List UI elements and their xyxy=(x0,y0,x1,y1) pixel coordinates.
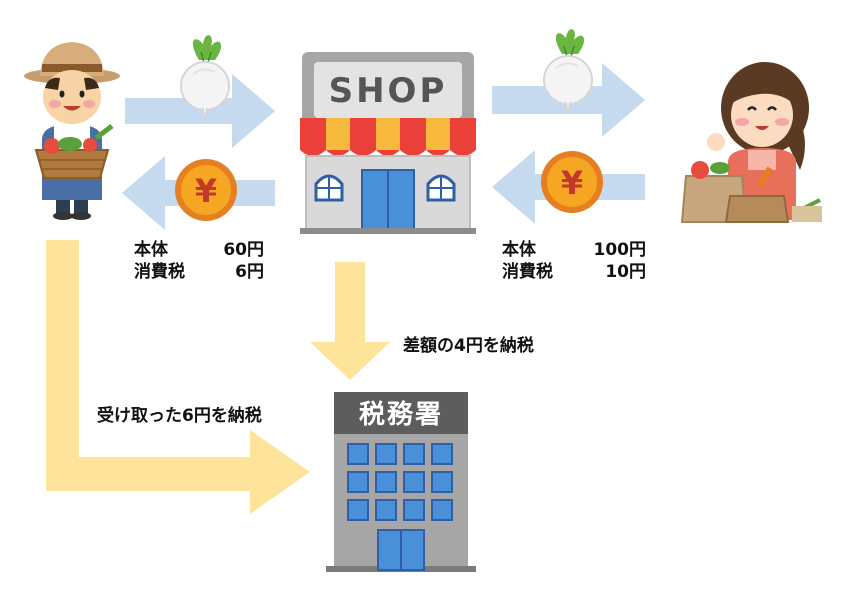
right-tax-label: 消費税 xyxy=(502,262,553,282)
office-window xyxy=(375,499,397,521)
left-tax-label: 消費税 xyxy=(134,262,185,282)
shop-sign: SHOP xyxy=(329,71,448,111)
yen-symbol: ¥ xyxy=(195,172,217,210)
office-window xyxy=(431,443,453,465)
office-window xyxy=(431,499,453,521)
office-windows xyxy=(347,443,453,521)
farmer-tax-note: 受け取った6円を納税 xyxy=(97,406,262,426)
tax-arrow-farmer-to-office xyxy=(46,240,310,514)
office-window xyxy=(403,471,425,493)
right-price-row: 本体 100円 xyxy=(502,239,646,261)
yen-coin-icon: ¥ xyxy=(541,151,603,213)
turnip-icon xyxy=(543,29,593,115)
office-window xyxy=(375,471,397,493)
left-price-label: 本体 xyxy=(134,240,168,260)
customer-icon xyxy=(680,62,822,223)
farmer-icon xyxy=(24,42,120,220)
left-price-row: 本体 60円 xyxy=(134,239,264,261)
tax-arrow-shop-to-office xyxy=(310,262,390,380)
right-payment-breakdown: 本体 100円 消費税 10円 xyxy=(502,239,646,283)
left-tax-row: 消費税 6円 xyxy=(134,261,264,283)
office-window xyxy=(347,471,369,493)
tax-office-building-icon: 税務署 xyxy=(326,392,476,572)
shop-awning xyxy=(300,118,476,156)
turnip-icon xyxy=(180,35,230,121)
shop-tax-note: 差額の4円を納税 xyxy=(403,336,534,356)
right-tax-row: 消費税 10円 xyxy=(502,261,646,283)
tax-office-sign: 税務署 xyxy=(359,400,443,430)
left-tax-value: 6円 xyxy=(235,262,264,282)
left-price-value: 60円 xyxy=(223,240,264,260)
office-window xyxy=(431,471,453,493)
office-window xyxy=(347,443,369,465)
yen-symbol: ¥ xyxy=(561,164,583,202)
shop-building-icon: SHOP xyxy=(300,52,476,234)
left-payment-breakdown: 本体 60円 消費税 6円 xyxy=(134,239,264,283)
office-window xyxy=(403,499,425,521)
office-window xyxy=(403,443,425,465)
yen-coin-icon: ¥ xyxy=(175,159,237,221)
right-price-value: 100円 xyxy=(593,240,647,260)
office-window xyxy=(375,443,397,465)
right-tax-value: 10円 xyxy=(605,262,646,282)
goods-arrow-farmer-to-shop xyxy=(125,74,275,148)
right-price-label: 本体 xyxy=(502,240,536,260)
office-window xyxy=(347,499,369,521)
